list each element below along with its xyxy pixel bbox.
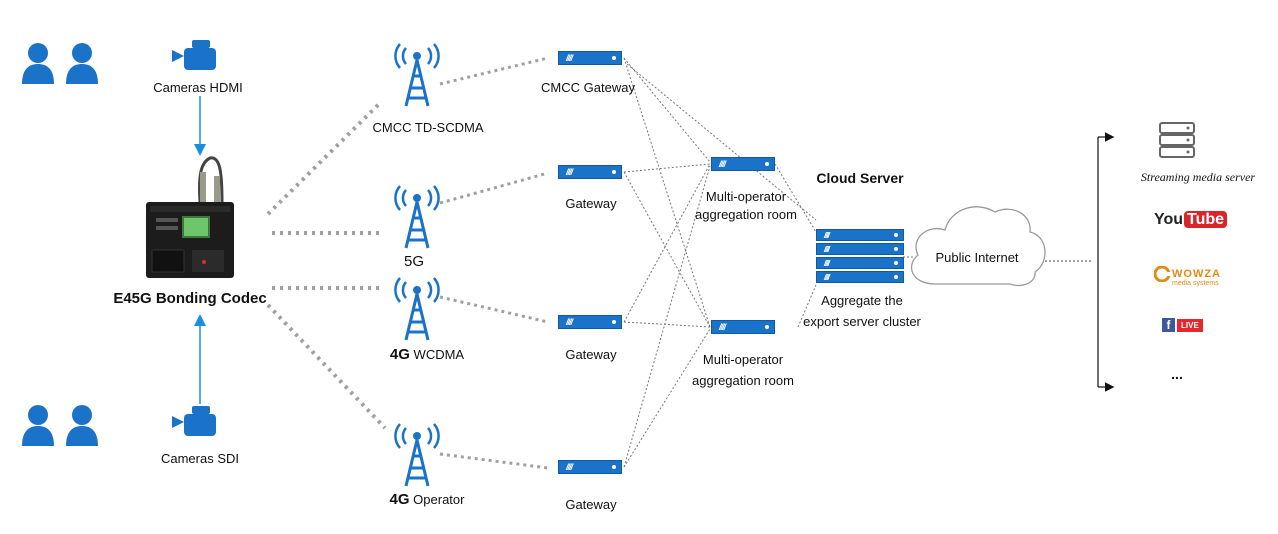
server-stack-icon	[1159, 122, 1195, 158]
public-internet-label: Public Internet	[935, 250, 1019, 265]
cluster-line2: export server cluster	[803, 314, 921, 329]
gateway-2-label: Gateway	[565, 196, 617, 211]
cmcc-gateway-label: CMCC Gateway	[541, 80, 635, 95]
cameras-hdmi-label: Cameras HDMI	[153, 80, 243, 95]
wowza-logo: WOWZA media systems	[1154, 264, 1221, 287]
gateway-server-icon: ////	[558, 315, 622, 329]
5g-tower-label: 5G	[403, 253, 425, 270]
gateway-room-links	[623, 57, 817, 468]
youtube-you: You	[1154, 211, 1184, 228]
cluster-line1: Aggregate the	[821, 293, 903, 308]
gateway-server-icon: ////	[711, 157, 775, 171]
operator-tower-label: 4G Operator	[390, 491, 465, 508]
cluster-label: Aggregate the export server cluster	[803, 290, 921, 332]
wcdma-prefix: 4G	[389, 346, 410, 363]
radio-tower-icon	[394, 277, 440, 341]
streaming-server-label: Streaming media server	[1140, 170, 1256, 184]
encoder-label: E45G Bonding Codec	[113, 290, 267, 307]
gateway-server-icon: ////	[711, 320, 775, 334]
gateway-3-label: Gateway	[565, 347, 617, 362]
gateway-server-icon: ////	[558, 51, 622, 65]
radio-tower-icon	[394, 423, 440, 487]
operator-prefix: 4G	[389, 491, 410, 508]
youtube-tube: Tube	[1184, 211, 1228, 228]
agg-room-1-line1: Multi-operator	[705, 189, 787, 204]
tower-gateway-links	[439, 56, 549, 470]
gateway-server-icon: ////	[558, 165, 622, 179]
radio-tower-icon	[394, 185, 440, 249]
wowza-sub: media systems	[1172, 280, 1219, 287]
agg-room-1-line2: aggregation room	[695, 207, 797, 222]
more-label: ...	[1171, 366, 1183, 382]
agg-room-2-line2: aggregation room	[692, 373, 794, 388]
facebook-live: LIVE	[1177, 318, 1203, 332]
video-camera-icon	[172, 40, 216, 70]
room-cluster-links	[774, 163, 817, 328]
output-bracket	[1097, 132, 1115, 392]
cmcc-tower-label: CMCC TD-SCDMA	[372, 120, 484, 135]
person-pair-icon	[22, 43, 98, 84]
facebook-live-logo: f LIVE	[1162, 318, 1203, 332]
cloud-server-label: Cloud Server	[816, 170, 904, 186]
encoder-tower-links	[266, 101, 387, 430]
encoder-device-icon	[146, 156, 234, 278]
wcdma-tower-label: 4G WCDMA	[390, 346, 464, 363]
wcdma-suffix: WCDMA	[413, 347, 465, 362]
agg-room-1-label: Multi-operator aggregation room	[695, 188, 797, 224]
operator-suffix: Operator	[413, 492, 465, 507]
cloud-icon	[910, 206, 1046, 287]
radio-tower-icon	[394, 43, 440, 107]
wowza-mark-icon	[1154, 266, 1170, 282]
agg-room-2-label: Multi-operator aggregation room	[692, 349, 794, 391]
video-camera-icon	[172, 406, 216, 436]
agg-room-2-line1: Multi-operator	[702, 352, 784, 367]
server-rack-icon: //// //// //// ////	[816, 229, 904, 283]
gateway-server-icon: ////	[558, 460, 622, 474]
person-pair-icon	[22, 405, 98, 446]
facebook-f: f	[1162, 318, 1175, 332]
wowza-name: WOWZA	[1172, 268, 1221, 280]
gateway-4-label: Gateway	[565, 497, 617, 512]
cameras-sdi-label: Cameras SDI	[160, 451, 240, 466]
